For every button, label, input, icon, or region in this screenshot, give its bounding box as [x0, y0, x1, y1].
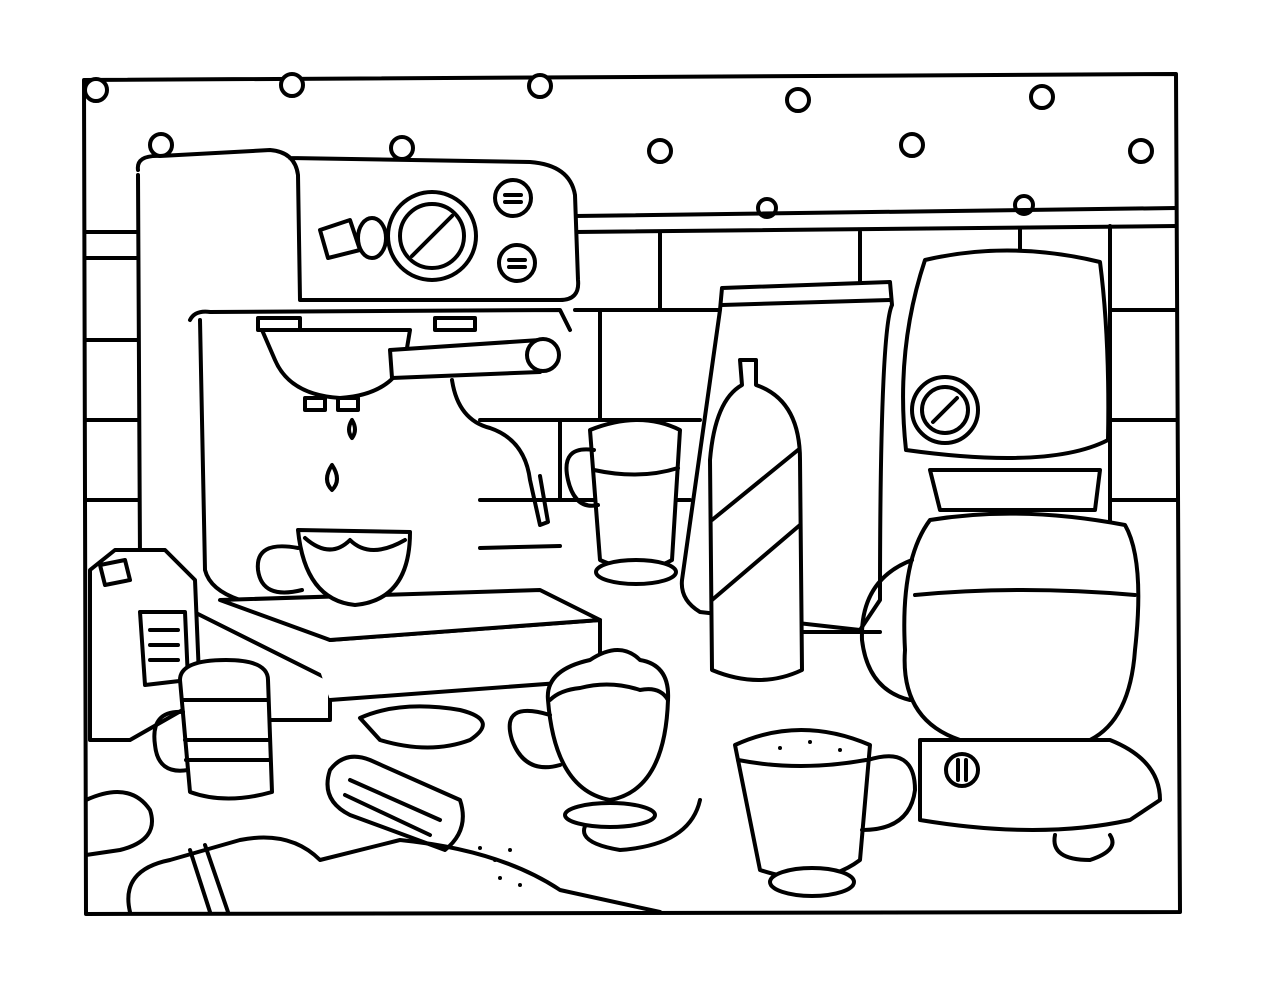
shaker-cup	[152, 658, 274, 801]
espresso-machine	[135, 148, 602, 722]
polka-dot-wall	[83, 72, 1154, 219]
countertop-edge	[478, 544, 882, 634]
glass-mug	[564, 418, 682, 586]
espresso-cup	[255, 528, 412, 607]
frame-border	[82, 72, 1182, 916]
dish-towel	[126, 835, 662, 914]
tipped-shaker	[325, 754, 522, 887]
coffee-maker	[859, 248, 1162, 862]
latte-mug	[733, 728, 917, 898]
cappuccino-cup	[507, 648, 671, 829]
milk-carton	[88, 548, 202, 742]
whipped-cream-can	[708, 358, 804, 682]
